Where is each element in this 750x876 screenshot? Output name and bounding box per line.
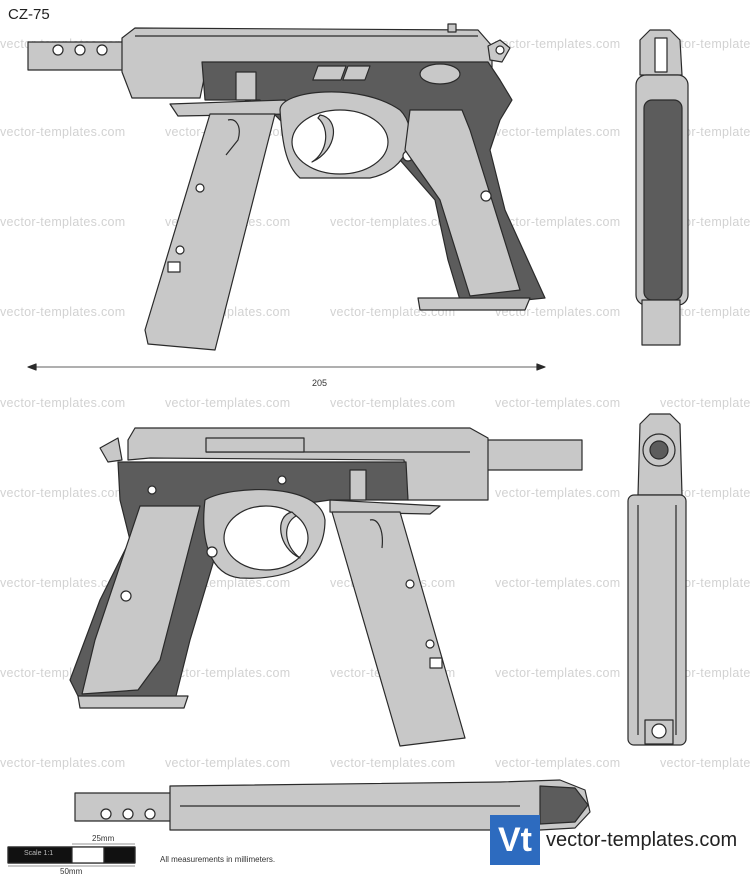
dimension-line <box>27 363 546 371</box>
rear-view <box>635 29 689 346</box>
scale-bar <box>7 843 136 867</box>
front-view <box>627 413 687 746</box>
page-title: CZ-75 <box>8 6 50 23</box>
brand-logo: Vt <box>490 815 540 865</box>
side-view-right <box>69 427 583 747</box>
top-view <box>74 779 591 831</box>
brand-text: vector-templates.com <box>546 829 738 851</box>
measurement-note: All measurements in millimeters. <box>160 855 276 864</box>
side-view-left <box>27 23 546 351</box>
scale-label-25: 25mm <box>92 834 115 843</box>
scale-text: Scale 1:1 <box>24 850 54 857</box>
dimension-label: 205 <box>312 378 328 388</box>
scale-label-50: 50mm <box>60 867 83 876</box>
